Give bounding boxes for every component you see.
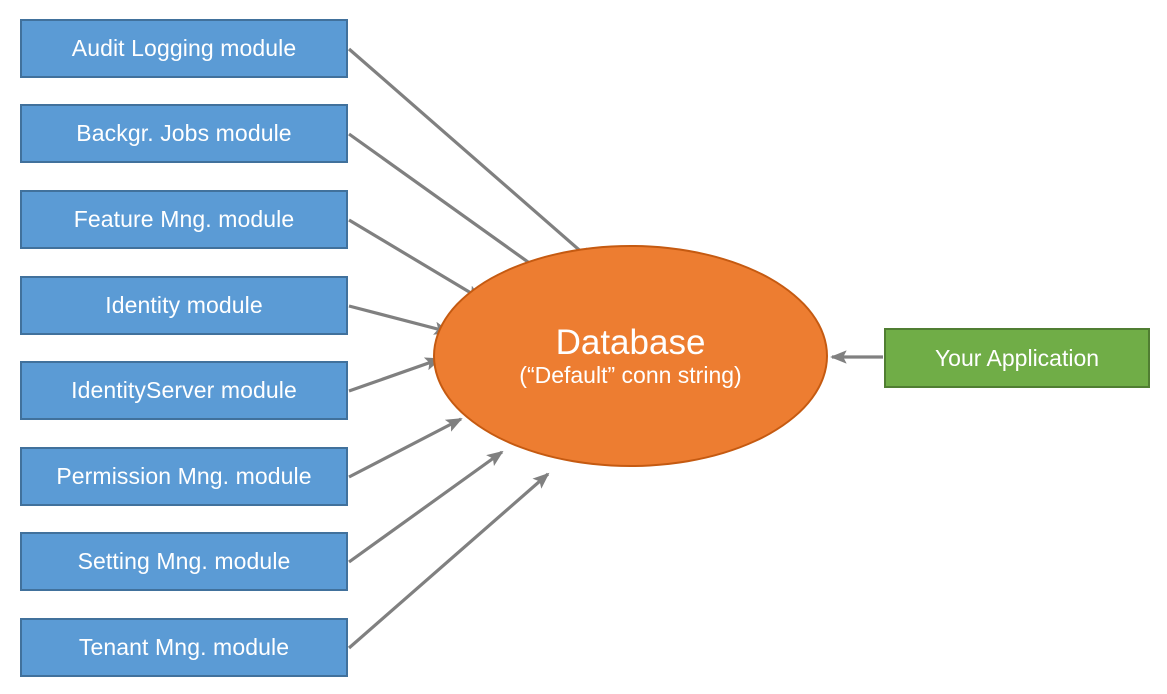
module-label: Setting Mng. module: [77, 548, 291, 574]
connector-identity-to-database: [348, 304, 451, 335]
module-box-identityserver[interactable]: IdentityServer module: [20, 361, 348, 420]
connector-audit-logging-to-database: [347, 47, 595, 264]
database-node[interactable]: Database (“Default” conn string): [433, 245, 828, 467]
module-label: IdentityServer module: [71, 377, 297, 403]
module-label: Backgr. Jobs module: [76, 120, 292, 146]
connector-identityserver-to-database: [348, 357, 442, 393]
database-title: Database: [555, 322, 706, 362]
module-label: Identity module: [105, 292, 263, 318]
application-label: Your Application: [934, 344, 1100, 371]
module-box-tenant-mng[interactable]: Tenant Mng. module: [20, 618, 348, 677]
module-box-background-jobs[interactable]: Backgr. Jobs module: [20, 104, 348, 163]
module-label: Feature Mng. module: [73, 206, 295, 232]
database-subtitle: (“Default” conn string): [519, 362, 742, 389]
connector-permission-mng-to-database: [348, 417, 463, 479]
connector-background-jobs-to-database: [348, 132, 551, 279]
module-label: Tenant Mng. module: [78, 634, 290, 660]
module-box-permission-mng[interactable]: Permission Mng. module: [20, 447, 348, 506]
connector-tenant-mng-to-database: [347, 472, 550, 650]
module-box-identity[interactable]: Identity module: [20, 276, 348, 335]
module-box-feature-mng[interactable]: Feature Mng. module: [20, 190, 348, 249]
module-label: Permission Mng. module: [56, 463, 312, 489]
module-box-audit-logging[interactable]: Audit Logging module: [20, 19, 348, 78]
module-label: Audit Logging module: [71, 35, 297, 61]
connector-setting-mng-to-database: [348, 450, 504, 564]
module-box-setting-mng[interactable]: Setting Mng. module: [20, 532, 348, 591]
connector-feature-mng-to-database: [348, 218, 483, 301]
application-box[interactable]: Your Application: [884, 328, 1150, 388]
